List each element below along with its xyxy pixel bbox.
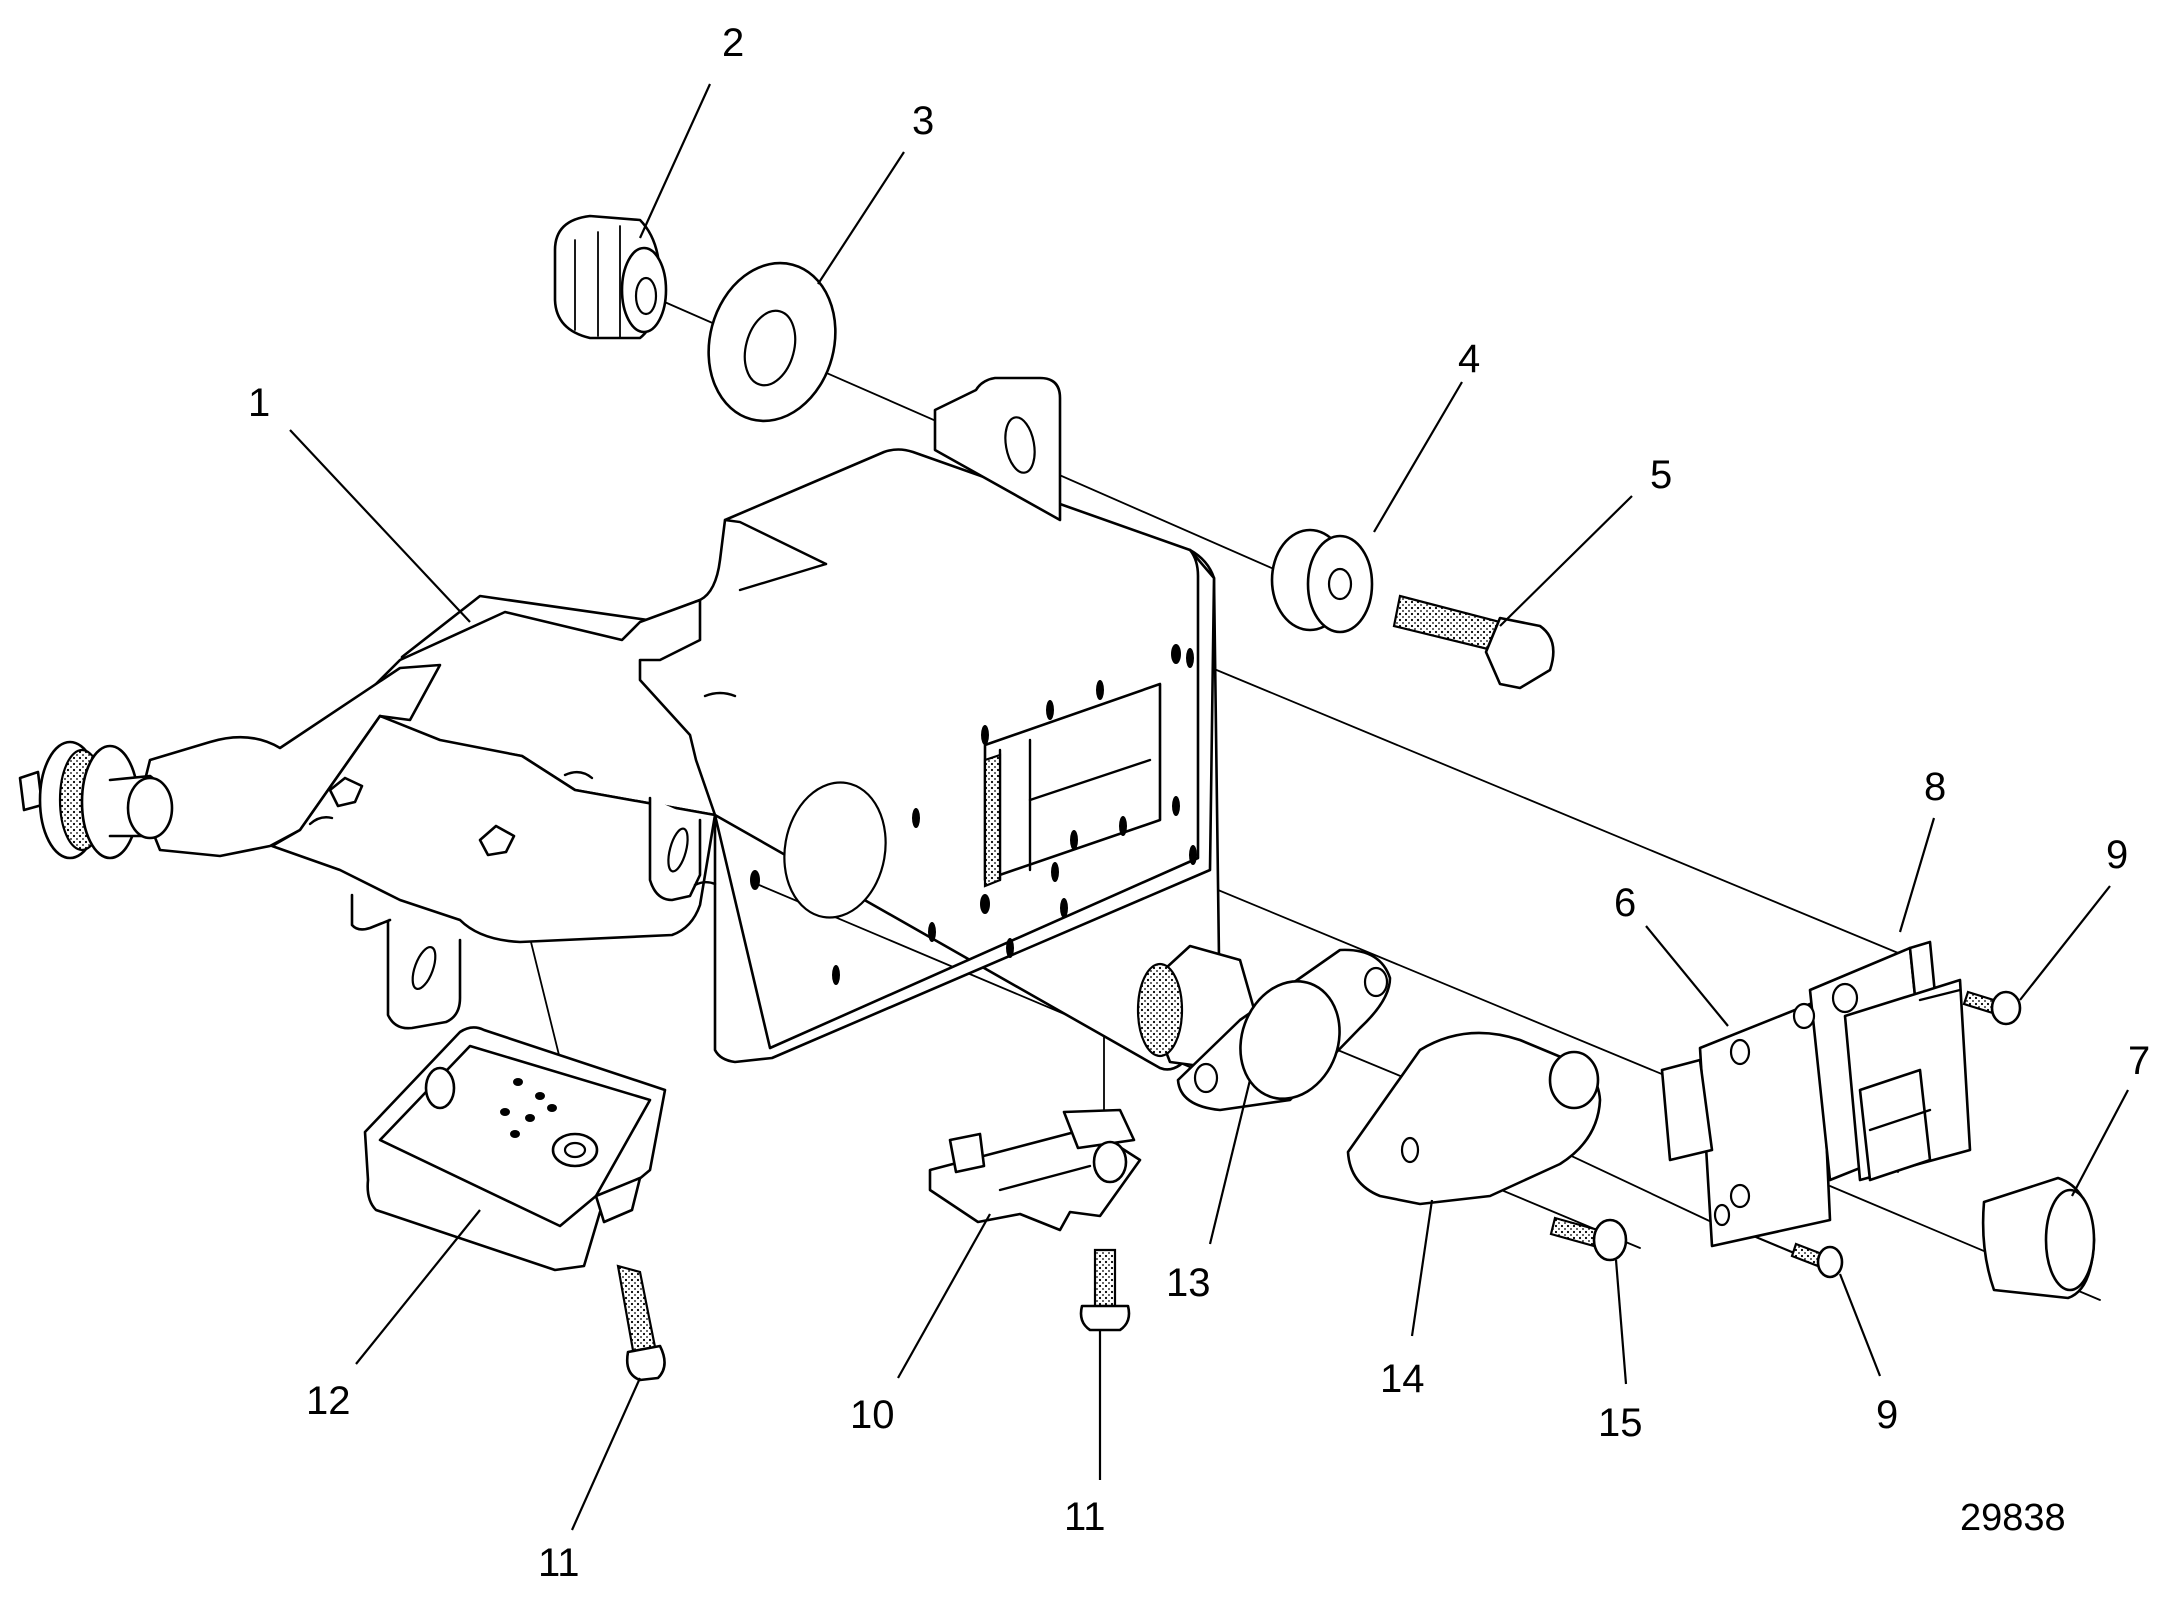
callout-2: 2 xyxy=(722,21,744,65)
cover-plate xyxy=(1660,998,1832,1248)
callout-1: 1 xyxy=(248,381,270,425)
callout-11-center: 11 xyxy=(1064,1495,1106,1539)
callout-13: 13 xyxy=(1166,1261,1211,1305)
callout-5: 5 xyxy=(1650,453,1672,497)
switch-cover xyxy=(1346,1031,1602,1206)
rotary-switch xyxy=(1136,944,1392,1112)
screw-upper xyxy=(1962,990,2022,1026)
knob xyxy=(553,214,668,340)
callout-9-upper: 9 xyxy=(2106,833,2128,877)
callout-14: 14 xyxy=(1380,1357,1425,1401)
callout-10: 10 xyxy=(850,1393,895,1437)
figure-number: 29838 xyxy=(1960,1497,2066,1539)
callout-15: 15 xyxy=(1598,1401,1643,1445)
callout-3: 3 xyxy=(912,99,934,143)
screw-cover xyxy=(1549,1216,1628,1262)
screw-left xyxy=(616,1264,666,1382)
callout-labels: 1 2 3 4 5 6 7 8 9 9 10 11 11 12 13 14 15 xyxy=(248,21,2150,1585)
connector-cap xyxy=(1981,1176,2096,1300)
screw-center xyxy=(1079,1248,1131,1332)
callout-11-left: 11 xyxy=(538,1541,580,1585)
spacer xyxy=(1270,528,1374,634)
relay-box xyxy=(363,1026,667,1272)
bolt xyxy=(1392,594,1555,690)
callout-8: 8 xyxy=(1924,765,1946,809)
leader-lines xyxy=(289,83,2129,1531)
left-roller-shaft xyxy=(18,740,174,860)
main-bracket xyxy=(138,376,1222,1071)
micro-switch xyxy=(928,1108,1142,1232)
callout-12: 12 xyxy=(306,1379,351,1423)
callout-6: 6 xyxy=(1614,881,1636,925)
callout-9-lower: 9 xyxy=(1876,1393,1898,1437)
callout-4: 4 xyxy=(1458,337,1480,381)
washer xyxy=(707,261,837,423)
relay-bracket xyxy=(1729,940,1972,1209)
screw-lower xyxy=(1790,1242,1844,1279)
callout-7: 7 xyxy=(2128,1039,2150,1083)
